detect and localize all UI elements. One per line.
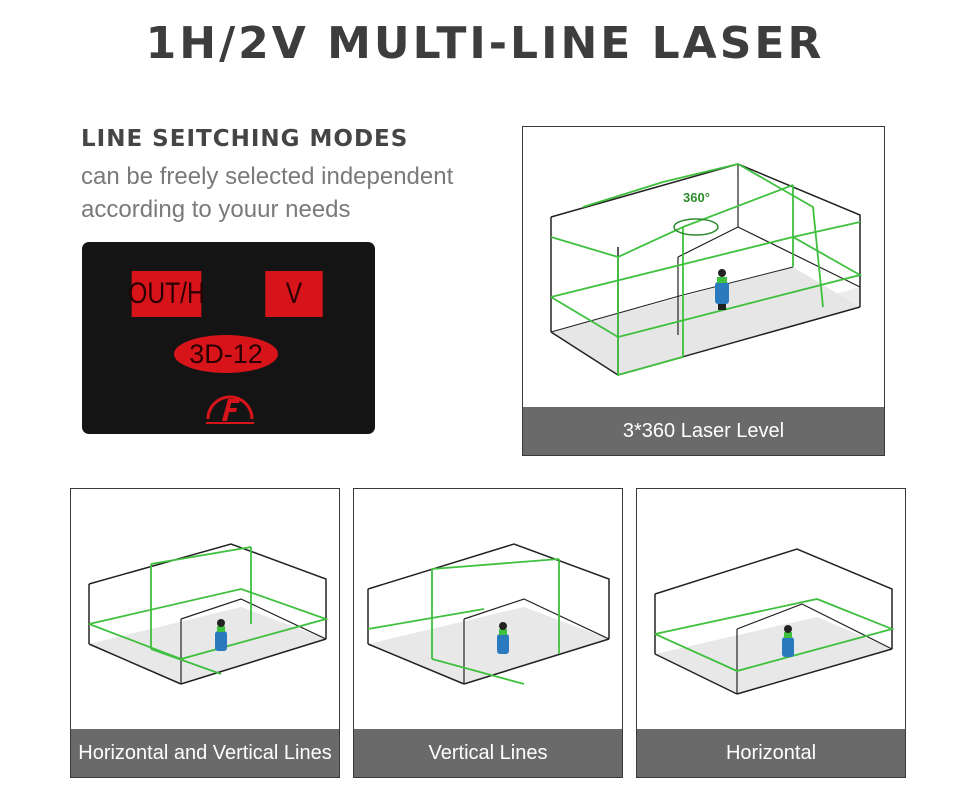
card-horizontal: Horizontal — [636, 488, 906, 778]
caption-h: Horizontal — [637, 729, 905, 777]
room-diagram-3x360: 360° — [550, 163, 863, 377]
out-h-button[interactable]: OUT/H — [128, 271, 205, 317]
room-diagram-h — [654, 548, 895, 695]
laser-device-icon — [782, 625, 794, 657]
card-vertical: Vertical Lines — [353, 488, 623, 778]
f-logo-icon — [206, 395, 254, 424]
modes-desc-line2: according to youur needs — [81, 196, 351, 223]
caption-v: Vertical Lines — [354, 729, 622, 777]
room-diagram-hv — [88, 543, 330, 685]
modes-description: can be freely selected independent accor… — [81, 160, 453, 226]
laser-device-icon — [215, 619, 227, 651]
card-3x360: 360° 3*360 Laser Level — [522, 126, 885, 456]
angle-label: 360° — [683, 190, 710, 205]
page-title: 1H/2V MULTI-LINE LASER — [145, 18, 825, 69]
caption-hv: Horizontal and Vertical Lines — [71, 729, 339, 777]
room-diagram-v — [367, 543, 610, 685]
laser-device-icon — [497, 622, 509, 654]
mode-3d-button[interactable]: 3D-12 — [174, 335, 278, 373]
modes-desc-line1: can be freely selected independent — [81, 163, 454, 190]
control-panel: OUT/H V 3D-12 — [82, 242, 375, 434]
laser-device-icon — [715, 269, 729, 310]
card-horizontal-vertical: Horizontal and Vertical Lines — [70, 488, 340, 778]
caption-3x360: 3*360 Laser Level — [523, 407, 884, 455]
modes-heading: LINE SEITCHING MODES — [81, 126, 409, 152]
v-button[interactable]: V — [265, 271, 323, 317]
